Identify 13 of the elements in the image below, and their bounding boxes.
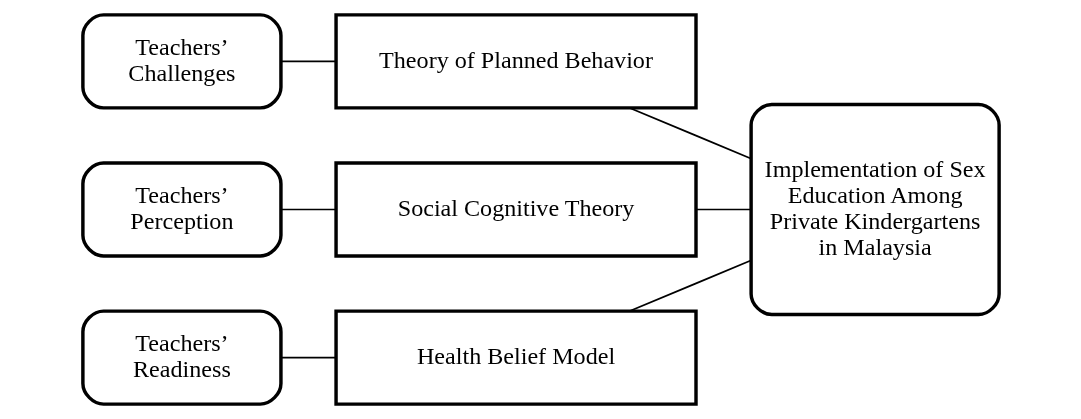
node-box: Implementation of Sex Education Among Private Kindergartens in Malaysia (748, 102, 1001, 317)
node-box: Social Cognitive Theory (333, 161, 698, 258)
node-box: Teachers’ Challenges (80, 13, 283, 110)
node-box: Teachers’ Readiness (80, 309, 283, 406)
node-box: Health Belief Model (333, 309, 698, 406)
connector (694, 208, 752, 211)
connector (279, 60, 337, 63)
node-box: Teachers’ Perception (80, 161, 283, 258)
connector (628, 259, 752, 312)
connector (279, 356, 337, 359)
connector (279, 208, 337, 211)
connector (628, 107, 752, 160)
node-box: Theory of Planned Behavior (333, 13, 698, 110)
